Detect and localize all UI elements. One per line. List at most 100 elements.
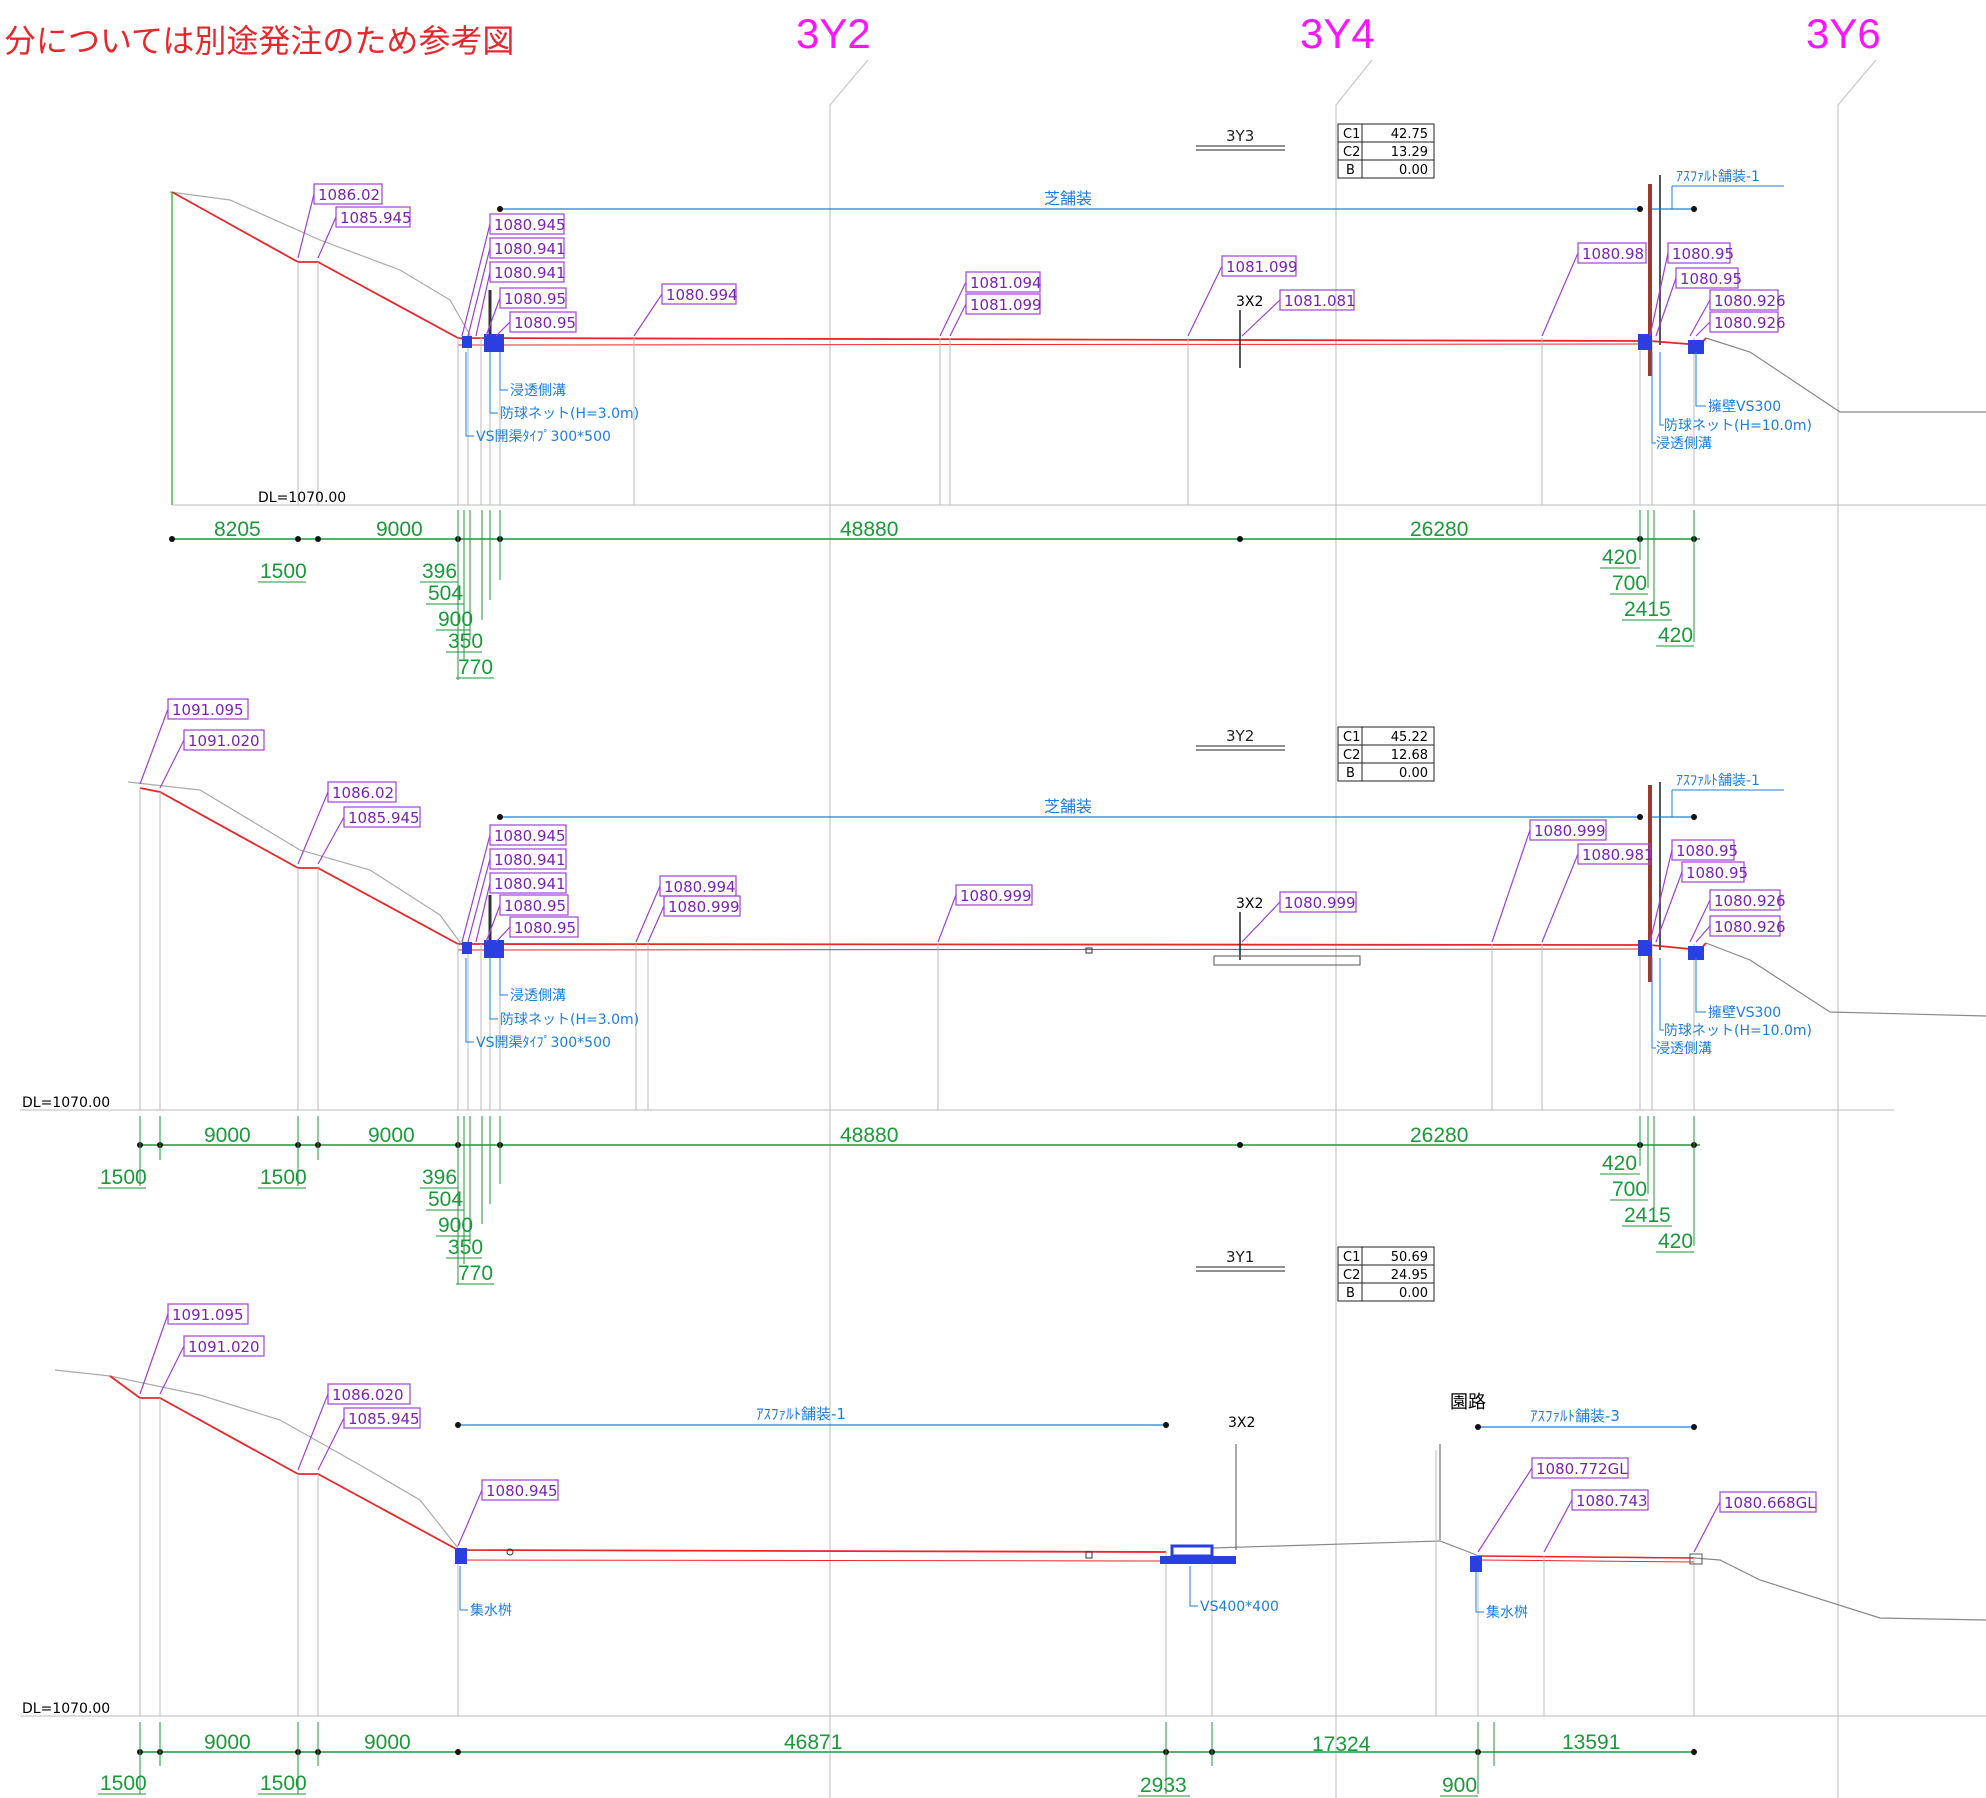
- dimension-value: 1500: [260, 1772, 307, 1795]
- section-b-coeff-table: C1 45.22 C2 12.68 B 0.00: [1337, 726, 1435, 782]
- centerline-label: 3X2: [1228, 1415, 1255, 1431]
- elevation-label: 1080.926: [1714, 918, 1786, 936]
- coeff-value: 0.00: [1399, 163, 1428, 178]
- elevation-label: 1080.945: [486, 1482, 558, 1500]
- dimension-value: 770: [458, 1262, 493, 1285]
- note-right: 浸透側溝: [1656, 1041, 1712, 1057]
- coeff-key: B: [1346, 766, 1355, 781]
- elevation-label: 1080.941: [494, 875, 566, 893]
- elevation-label: 1080.999: [668, 898, 740, 916]
- dimension-value: 900: [438, 1214, 473, 1237]
- grid-label-3y6: 3Y6: [1806, 10, 1881, 57]
- dimension-value: 2415: [1624, 598, 1671, 621]
- dimension-value: 48880: [840, 1124, 898, 1147]
- elevation-label: 1081.081: [1284, 292, 1356, 310]
- note-right: 浸透側溝: [1656, 436, 1712, 452]
- dimension-value: 1500: [260, 1166, 307, 1189]
- existing-ground-line: [169, 191, 471, 341]
- elevation-label: 1080.95: [1680, 270, 1742, 288]
- note: 集水桝: [470, 1602, 512, 1619]
- dimension-value: 420: [1602, 1152, 1637, 1175]
- dimension-value: 17324: [1312, 1733, 1371, 1756]
- section-b-title: 3Y2: [1226, 727, 1254, 745]
- elevation-label: 1080.999: [1534, 822, 1606, 840]
- elevation-label: 1081.094: [970, 274, 1042, 292]
- dimension-value: 48880: [840, 518, 898, 541]
- coeff-value: 0.00: [1399, 1286, 1428, 1301]
- coeff-value: 45.22: [1391, 730, 1428, 745]
- structure-notes: 集水桝 VS400*400 集水桝: [459, 1566, 1528, 1621]
- elevation-label: 1080.95: [514, 919, 576, 937]
- elevation-label: 1080.941: [494, 851, 566, 869]
- left-ditch-structures: [462, 895, 504, 958]
- dimension-value: 350: [448, 630, 483, 653]
- note-left: 防球ネット(H=3.0m): [500, 406, 639, 422]
- dimension-value: 9000: [204, 1731, 251, 1754]
- note-left: VS開渠ﾀｲﾌﾟ300*500: [476, 1035, 611, 1051]
- datum-label: DL=1070.00: [22, 1095, 110, 1111]
- dimension-value: 9000: [376, 518, 423, 541]
- coeff-key: C2: [1343, 145, 1360, 160]
- dimension-value: 9000: [368, 1124, 415, 1147]
- elevation-label: 1080.941: [494, 240, 566, 258]
- grid-lines: [829, 59, 1877, 1798]
- section-c-coeff-table: C1 50.69 C2 24.95 B 0.00: [1337, 1246, 1435, 1302]
- dimension-value: 1500: [260, 560, 307, 583]
- elevation-labels: 1091.095 1091.020 1086.020 1085.945 1080…: [139, 1303, 1817, 1553]
- section-a-coeff-table: C1 42.75 C2 13.29 B 0.00: [1337, 123, 1435, 179]
- dimension-line: 8205 9000 48880 26280 1500 396 504 900 3…: [169, 510, 1700, 680]
- dimension-value: 900: [438, 608, 473, 631]
- structure-notes: 浸透側溝 防球ネット(H=3.0m) VS開渠ﾀｲﾌﾟ300*500 擁壁VS3…: [465, 352, 1812, 452]
- dimension-value: 8205: [214, 518, 261, 541]
- elevation-label: 1080.772GL: [1536, 1460, 1628, 1478]
- dimension-value: 420: [1602, 546, 1637, 569]
- elevation-label: 1080.926: [1714, 892, 1786, 910]
- grid-label-3y4: 3Y4: [1300, 10, 1375, 57]
- pavement-label-turf: 芝舗装: [1044, 797, 1092, 816]
- elevation-label: 1091.095: [172, 701, 244, 719]
- elevation-label: 1091.020: [188, 732, 260, 750]
- elevation-label: 1080.926: [1714, 292, 1786, 310]
- elevation-label: 1080.95: [504, 897, 566, 915]
- elevation-label: 1080.98: [1582, 245, 1644, 263]
- dimension-line: 9000 9000 48880 26280 1500 1500 396 504 …: [98, 1116, 1700, 1285]
- note-left: VS開渠ﾀｲﾌﾟ300*500: [476, 429, 611, 445]
- elevation-label: 1091.095: [172, 1306, 244, 1324]
- coeff-key: C1: [1343, 730, 1360, 745]
- elevation-label: 1080.668GL: [1724, 1494, 1816, 1512]
- pavement-range-turf: 芝舗装: [497, 797, 1643, 820]
- elevation-label: 1080.999: [960, 887, 1032, 905]
- dimension-value: 350: [448, 1236, 483, 1259]
- existing-ground-line: [127, 781, 463, 946]
- note-left: 浸透側溝: [510, 988, 566, 1004]
- dimension-value: 700: [1612, 572, 1647, 595]
- dimension-value: 46871: [784, 1731, 842, 1754]
- section-c-title: 3Y1: [1226, 1248, 1254, 1266]
- elevation-label: 1080.95: [514, 314, 576, 332]
- elevation-label: 1085.945: [348, 1410, 420, 1428]
- datum-label: DL=1070.00: [258, 490, 346, 506]
- centerline-label: 3X2: [1236, 896, 1263, 912]
- note-right: 防球ネット(H=10.0m): [1664, 418, 1812, 434]
- dimension-value: 9000: [364, 1731, 411, 1754]
- dimension-value: 396: [422, 1166, 457, 1189]
- elevation-label: 1080.981: [1582, 846, 1654, 864]
- dimension-value: 2415: [1624, 1204, 1671, 1227]
- road-label: 園路: [1450, 1392, 1486, 1413]
- pavement-range-asphalt: ｱｽﾌｧﾙﾄ舗装-1: [1652, 773, 1784, 820]
- section-a: 3Y3 C1 42.75 C2 13.29 B 0.00: [169, 123, 1986, 680]
- dimension-value: 420: [1658, 1230, 1693, 1253]
- elevation-label: 1085.945: [340, 209, 412, 227]
- pavement-range-turf: 芝舗装: [497, 189, 1643, 212]
- header-note: 分については別途発注のため参考図: [4, 22, 514, 60]
- elevation-label: 1080.95: [504, 290, 566, 308]
- coeff-key: C2: [1343, 1268, 1360, 1283]
- elevation-label: 1086.02: [318, 186, 380, 204]
- elevation-label: 1081.099: [970, 296, 1042, 314]
- note-right: 防球ネット(H=10.0m): [1664, 1023, 1812, 1039]
- elevation-label: 1080.95: [1686, 864, 1748, 882]
- drainage-structures: [455, 1544, 1703, 1572]
- dimension-value: 1500: [100, 1166, 147, 1189]
- datum-label: DL=1070.00: [22, 1701, 110, 1717]
- dimension-value: 420: [1658, 624, 1693, 647]
